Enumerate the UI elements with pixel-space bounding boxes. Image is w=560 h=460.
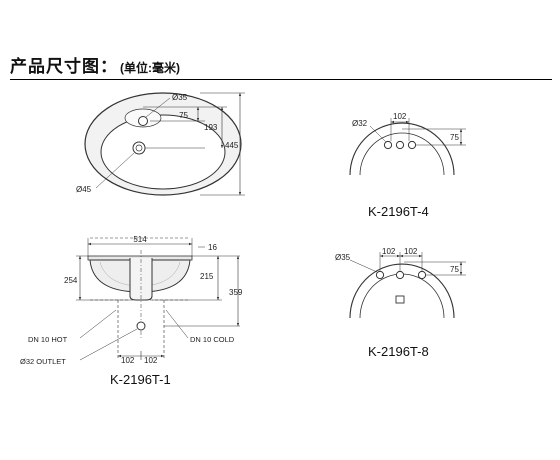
side-dim-102-left: 102 bbox=[121, 356, 135, 365]
drain-hole bbox=[132, 141, 146, 155]
v8-dim-75: 75 bbox=[450, 265, 459, 274]
leader-outlet bbox=[79, 328, 138, 361]
top-view bbox=[84, 92, 245, 196]
leader-drain bbox=[95, 152, 135, 189]
top-dim-193: 193 bbox=[204, 123, 218, 132]
faucet-hole-center bbox=[395, 270, 405, 280]
header-rule bbox=[10, 79, 552, 80]
model-k2196t-1: K-2196T-1 bbox=[110, 372, 171, 387]
header: 产品尺寸图：(单位:毫米) bbox=[10, 52, 180, 76]
top-dim-75: 75 bbox=[179, 111, 188, 120]
leader-hole bbox=[369, 125, 387, 143]
label-outlet: Ø32 OUTLET bbox=[20, 357, 66, 366]
faucet-hole-right bbox=[417, 270, 427, 280]
variant-8-view bbox=[349, 252, 466, 319]
v4-hole-diameter: Ø32 bbox=[352, 119, 368, 128]
side-view bbox=[76, 237, 240, 361]
top-drain-diameter: Ø45 bbox=[76, 185, 92, 194]
model-k2196t-8: K-2196T-8 bbox=[368, 344, 429, 359]
v4-dim-spacing: 102 bbox=[393, 112, 407, 121]
basin-arc-outer bbox=[349, 263, 455, 319]
side-dim-rim: 16 bbox=[208, 243, 217, 252]
unit-note: (单位:毫米) bbox=[120, 61, 180, 75]
faucet-hole bbox=[138, 116, 148, 126]
leader-hole bbox=[145, 97, 171, 118]
v8-dim-102-left: 102 bbox=[382, 247, 396, 256]
side-dim-width: 514 bbox=[133, 235, 147, 244]
leader-hot bbox=[79, 309, 117, 339]
top-hole-diameter: Ø35 bbox=[172, 93, 188, 102]
side-dim-359: 359 bbox=[229, 288, 243, 297]
basin-arc-outer bbox=[349, 122, 455, 176]
label-cold: DN 10 COLD bbox=[190, 335, 235, 344]
outlet-circle bbox=[136, 321, 146, 331]
leader-hole bbox=[349, 259, 378, 273]
faucet-hole-right bbox=[407, 140, 417, 150]
variant-4-view bbox=[349, 118, 466, 176]
leader-cold bbox=[165, 309, 189, 339]
label-hot: DN 10 HOT bbox=[28, 335, 68, 344]
side-dim-215: 215 bbox=[200, 272, 214, 281]
basin-arc-inner bbox=[359, 132, 445, 176]
faucet-hole-left bbox=[383, 140, 393, 150]
faucet-hole-center bbox=[395, 140, 405, 150]
drain-slot bbox=[395, 295, 405, 304]
side-dim-254: 254 bbox=[64, 276, 78, 285]
side-dim-102-right: 102 bbox=[144, 356, 158, 365]
top-dim-445: 445 bbox=[225, 141, 239, 150]
drain-hole-inner bbox=[135, 144, 143, 152]
page-title: 产品尺寸图： bbox=[10, 57, 118, 76]
model-k2196t-4: K-2196T-4 bbox=[368, 204, 429, 219]
faucet-hole-left bbox=[375, 270, 385, 280]
v8-dim-102-right: 102 bbox=[404, 247, 418, 256]
v4-dim-75: 75 bbox=[450, 133, 459, 142]
v8-hole-diameter: Ø35 bbox=[335, 253, 351, 262]
basin-bowl bbox=[100, 114, 226, 190]
